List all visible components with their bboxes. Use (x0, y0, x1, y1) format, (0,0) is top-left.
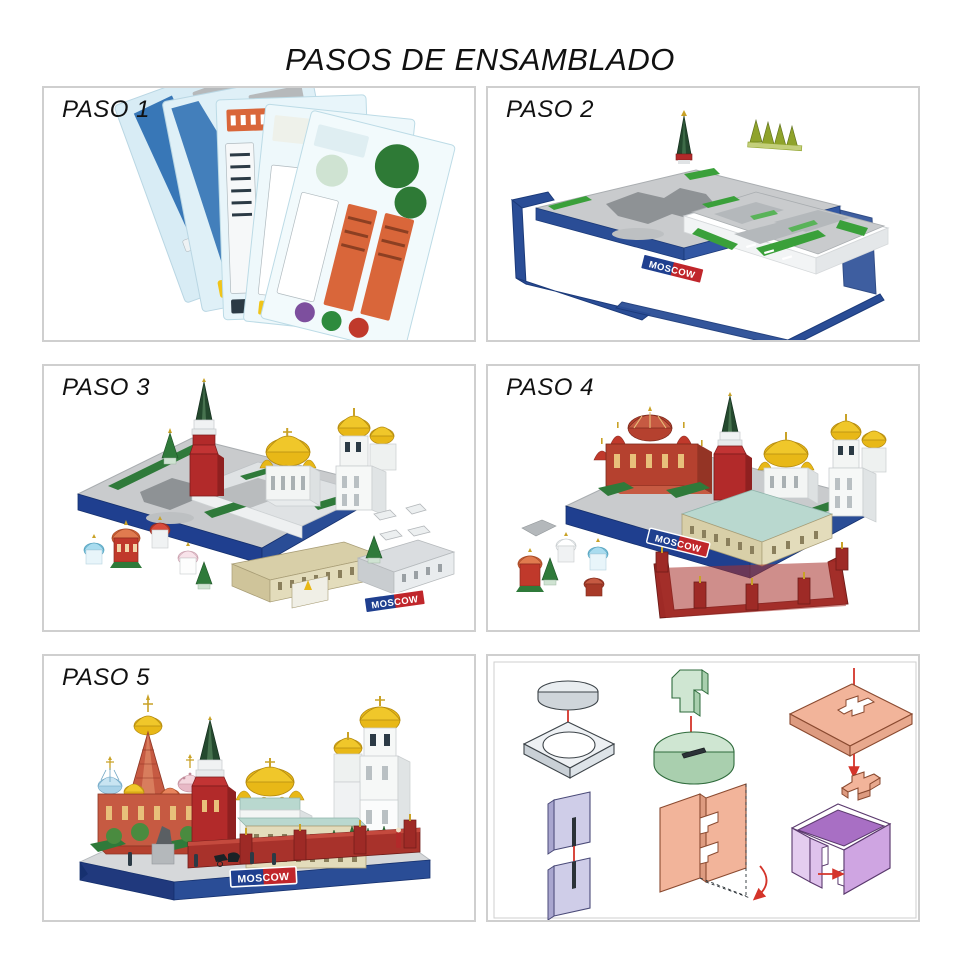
step-label-paso-5: PASO 5 (62, 664, 150, 691)
completed-model-illustration: MOSCOW (44, 656, 474, 920)
st-basils-wall-illustration: MOSCOW (488, 366, 918, 630)
technique-diagrams-illustration (488, 656, 918, 920)
diagram-slot-to-slot-panels (547, 791, 591, 920)
moscow-badge: MOSCOW (363, 589, 427, 614)
assembly-steps-grid: PASO 1 (42, 86, 920, 922)
step-label-paso-2: PASO 2 (506, 96, 594, 123)
step-panel-paso-5[interactable]: PASO 5 (42, 654, 476, 922)
step-panel-paso-3[interactable]: PASO 3 (42, 364, 476, 632)
base-platform-illustration: MOSCOW (488, 88, 918, 340)
diagram-box-corner-notch (790, 803, 892, 895)
diagram-cross-into-cross-slot (788, 668, 914, 801)
page-title: PASOS DE ENSAMBLADO (285, 42, 675, 77)
step-panel-paso-2[interactable]: PASO 2 (486, 86, 920, 342)
moscow-badge: MOSCOW (639, 253, 705, 284)
diagram-interlock-fold-panels (659, 783, 768, 901)
step-label-paso-4: PASO 4 (506, 374, 594, 401)
punch-sheets-illustration (44, 88, 474, 340)
diagram-disc-into-round-hole (522, 680, 616, 779)
step-panel-paso-4[interactable]: PASO 4 (486, 364, 920, 632)
step-label-paso-3: PASO 3 (62, 374, 150, 401)
moscow-badge: MOSCOW (645, 527, 711, 558)
moscow-badge: MOSCOW (229, 865, 298, 888)
step-panel-paso-1[interactable]: PASO 1 (42, 86, 476, 342)
towers-cathedrals-illustration: MOSCOW (44, 366, 474, 630)
diagram-tab-into-slotted-disc (653, 669, 735, 785)
step-label-paso-1: PASO 1 (62, 96, 150, 123)
assembly-techniques-panel[interactable] (486, 654, 920, 922)
svg-text:MOSCOW: MOSCOW (237, 871, 290, 886)
